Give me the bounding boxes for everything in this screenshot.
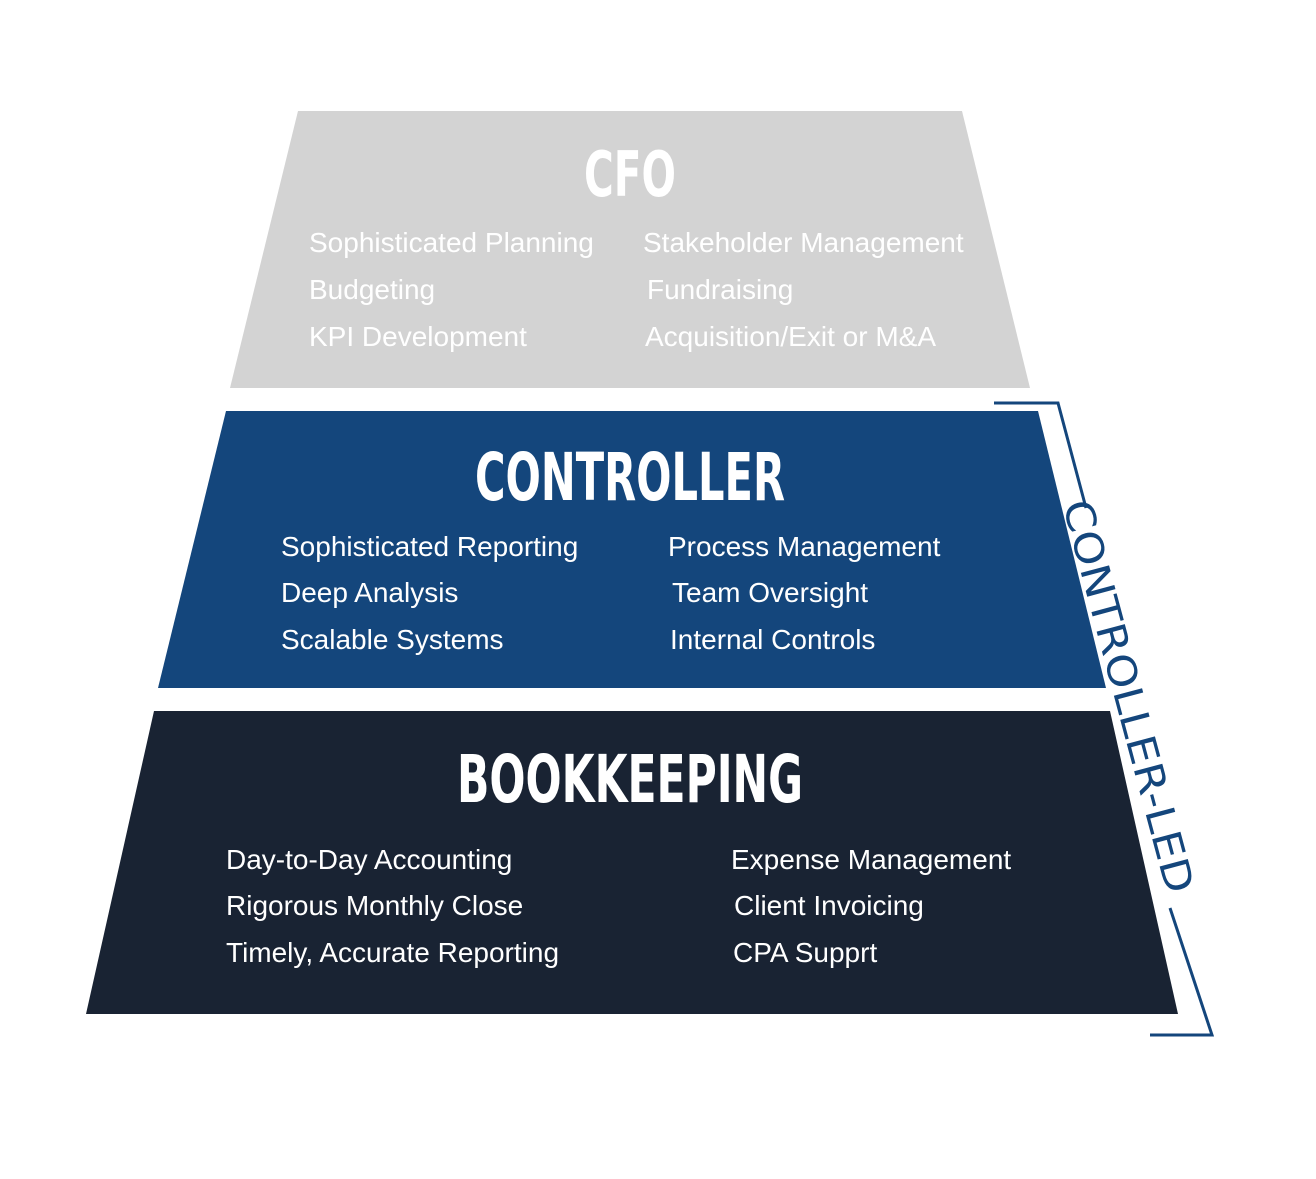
cfo-item-left-2: Budgeting xyxy=(309,274,435,305)
controller-item-left-1: Sophisticated Reporting xyxy=(281,531,578,562)
controller-tier-title: CONTROLLER xyxy=(475,439,785,516)
bookkeeping-item-right-1: Expense Management xyxy=(731,844,1011,875)
controller-tier-shape xyxy=(158,411,1106,688)
controller-item-left-2: Deep Analysis xyxy=(281,577,458,608)
cfo-tier-title: CFO xyxy=(584,138,676,211)
bookkeeping-tier-shape xyxy=(86,711,1178,1014)
controller-item-left-3: Scalable Systems xyxy=(281,624,504,655)
bracket-line-top xyxy=(994,401,1088,509)
cfo-item-right-2: Fundraising xyxy=(647,274,793,305)
bookkeeping-tier-title: BOOKKEEPING xyxy=(457,741,803,818)
bookkeeping-item-right-3: CPA Supprt xyxy=(733,937,877,968)
controller-item-right-3: Internal Controls xyxy=(670,624,875,655)
controller-item-right-2: Team Oversight xyxy=(672,577,868,608)
bracket-line-bottom xyxy=(1150,907,1215,1037)
controller-tier: CONTROLLER Sophisticated Reporting Deep … xyxy=(158,411,1106,688)
bookkeeping-item-left-3: Timely, Accurate Reporting xyxy=(226,937,559,968)
bookkeeping-tier: BOOKKEEPING Day-to-Day Accounting Rigoro… xyxy=(86,711,1178,1014)
bookkeeping-item-left-1: Day-to-Day Accounting xyxy=(226,844,512,875)
bookkeeping-item-left-2: Rigorous Monthly Close xyxy=(226,890,523,921)
cfo-item-left-1: Sophisticated Planning xyxy=(309,227,594,258)
cfo-item-left-3: KPI Development xyxy=(309,321,527,352)
cfo-item-right-3: Acquisition/Exit or M&A xyxy=(645,321,936,352)
bookkeeping-item-right-2: Client Invoicing xyxy=(734,890,924,921)
cfo-tier-shape xyxy=(230,111,1030,388)
cfo-item-right-1: Stakeholder Management xyxy=(643,227,964,258)
controller-item-right-1: Process Management xyxy=(668,531,941,562)
cfo-tier: CFO Sophisticated Planning Budgeting KPI… xyxy=(230,111,1030,388)
